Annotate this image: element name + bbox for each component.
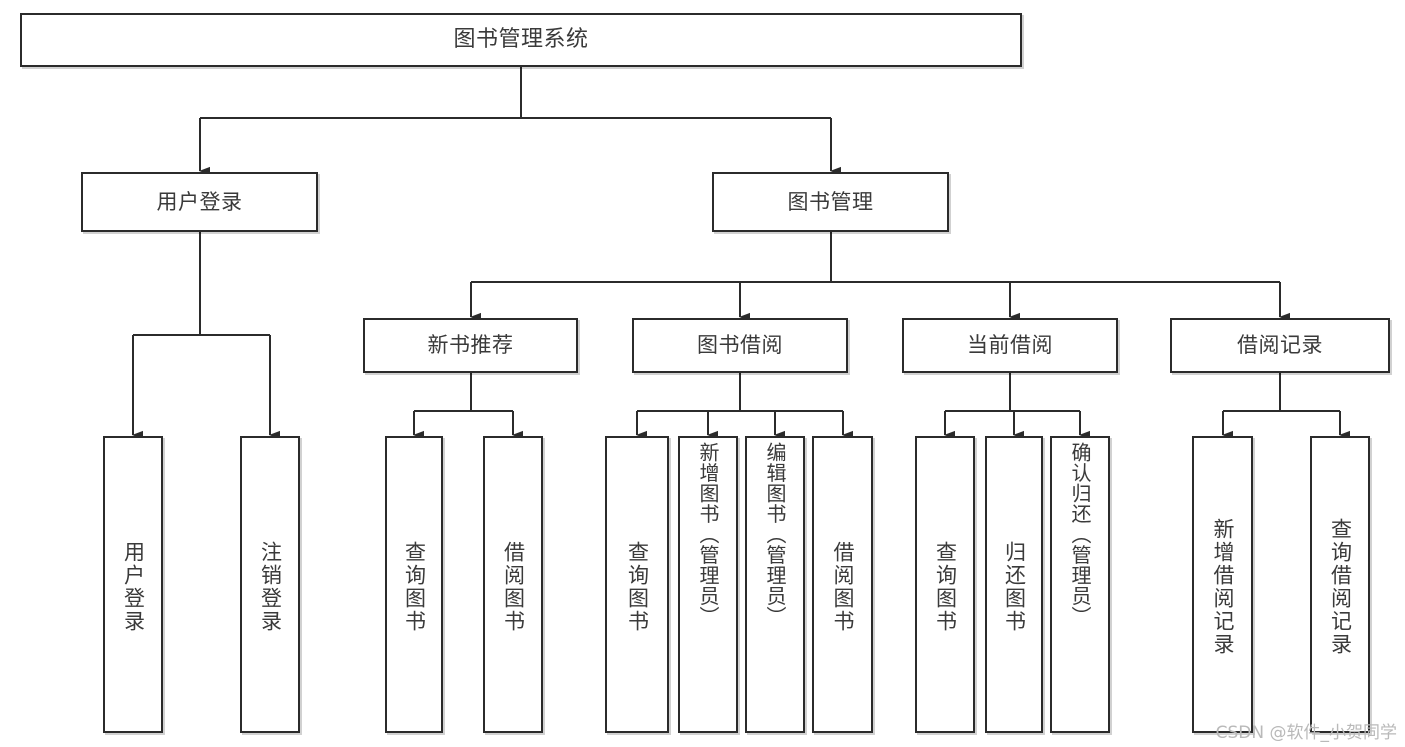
node-label-book-manage: 图书管理 — [787, 189, 874, 214]
node-label-new-book-rec: 新书推荐 — [427, 333, 514, 358]
node-label-leaf-user-login: 用户登录 — [121, 540, 146, 633]
node-label-leaf-borrow-book-1: 借阅图书 — [501, 540, 526, 633]
node-label-borrow-record: 借阅记录 — [1237, 333, 1323, 358]
node-label-current-borrow: 当前借阅 — [967, 333, 1053, 358]
node-book-borrow[interactable]: 图书借阅 — [632, 318, 848, 373]
node-leaf-return-book[interactable]: 归还图书 — [985, 436, 1043, 733]
node-label-leaf-add-book: 新增图书（管理员） — [696, 442, 720, 627]
node-leaf-query-book-1[interactable]: 查询图书 — [385, 436, 443, 733]
connector-lines — [131, 67, 1350, 440]
node-leaf-add-book[interactable]: 新增图书（管理员） — [678, 436, 738, 733]
node-leaf-user-login[interactable]: 用户登录 — [103, 436, 163, 733]
node-leaf-query-book-3[interactable]: 查询图书 — [915, 436, 975, 733]
node-current-borrow[interactable]: 当前借阅 — [902, 318, 1118, 373]
node-label-leaf-query-book-2: 查询图书 — [625, 540, 650, 633]
node-leaf-add-record[interactable]: 新增借阅记录 — [1192, 436, 1253, 733]
node-label-root: 图书管理系统 — [453, 27, 589, 53]
node-label-leaf-query-book-3: 查询图书 — [933, 540, 958, 633]
node-leaf-logout[interactable]: 注销登录 — [240, 436, 300, 733]
node-label-leaf-query-record: 查询借阅记录 — [1328, 517, 1353, 656]
node-label-leaf-query-book-1: 查询图书 — [402, 540, 427, 633]
node-label-leaf-confirm-return: 确认归还（管理员） — [1068, 442, 1092, 627]
node-leaf-edit-book[interactable]: 编辑图书（管理员） — [745, 436, 805, 733]
node-leaf-borrow-book-2[interactable]: 借阅图书 — [812, 436, 873, 733]
node-new-book-rec[interactable]: 新书推荐 — [363, 318, 578, 373]
node-label-leaf-return-book: 归还图书 — [1002, 540, 1027, 633]
node-borrow-record[interactable]: 借阅记录 — [1170, 318, 1390, 373]
node-label-leaf-edit-book: 编辑图书（管理员） — [763, 442, 787, 627]
node-leaf-confirm-return[interactable]: 确认归还（管理员） — [1050, 436, 1110, 733]
node-leaf-query-book-2[interactable]: 查询图书 — [605, 436, 669, 733]
node-leaf-query-record[interactable]: 查询借阅记录 — [1310, 436, 1370, 733]
node-user-login[interactable]: 用户登录 — [81, 172, 318, 232]
node-label-leaf-add-record: 新增借阅记录 — [1211, 517, 1235, 656]
node-label-book-borrow: 图书借阅 — [697, 333, 783, 358]
node-label-user-login: 用户登录 — [156, 189, 243, 214]
node-label-leaf-logout: 注销登录 — [258, 540, 283, 633]
node-root[interactable]: 图书管理系统 — [20, 13, 1022, 67]
node-label-leaf-borrow-book-2: 借阅图书 — [831, 540, 855, 633]
node-leaf-borrow-book-1[interactable]: 借阅图书 — [483, 436, 543, 733]
node-book-manage[interactable]: 图书管理 — [712, 172, 949, 232]
